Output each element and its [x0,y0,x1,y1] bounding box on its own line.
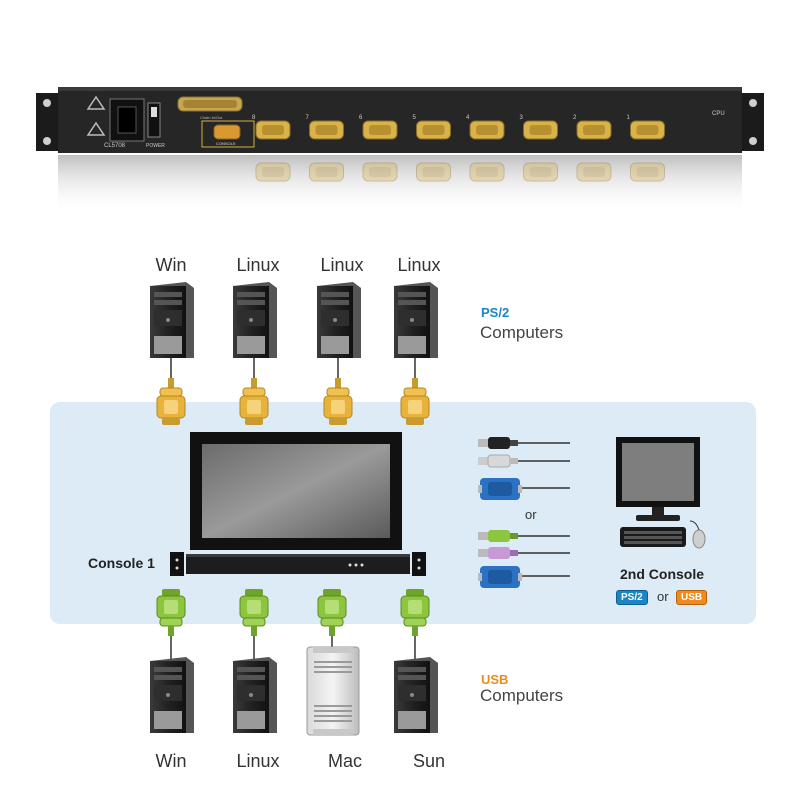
usb-computer-label: Win [155,751,187,771]
tower-computer-icon [229,655,279,735]
lcd-monitor-icon [190,432,402,550]
tower-computer-icon [313,280,363,360]
console-port-label: CONSOLE [216,141,236,146]
ps2-keyboard-plug-icon [478,530,518,542]
ps2-kvm-cable-connector-icon [235,378,273,426]
cpu-port-number: 5 [413,115,417,121]
cpu-port-label: CPU [712,111,725,117]
power-label: POWER [146,143,165,149]
vga-plug-icon [478,566,522,588]
cpu-port-number: 8 [252,115,256,121]
second-console-label: 2nd Console [620,566,705,582]
usb-group-subtitle: Computers [480,686,564,705]
ps2-computer-label: Linux [236,255,280,275]
tower-computer-icon [146,655,196,735]
cpu-port-number: 2 [573,115,577,121]
ps2-kvm-cable-connector-icon [396,378,434,426]
usb-group-title: USB [481,672,509,687]
usb-computer-label: Mac [327,751,362,771]
kvm-switch-rear-panel: CL5708 POWER Chain In/Out CONSOLE 8 7 6 5 4 3… [36,87,764,215]
cpu-port-6: 6 [359,115,398,140]
usb-kvm-cable-connector-icon [313,588,351,636]
cpu-port-8: 8 [252,115,291,140]
cpu-port-2: 2 [573,115,612,140]
mac-pro-computer-icon [306,646,360,736]
cpu-port-5: 5 [413,115,451,140]
cpu-port-number: 6 [359,115,363,121]
usb-computer-label: Sun [412,751,446,771]
vga-plug-icon [478,478,522,500]
tower-computer-icon [390,280,440,360]
ps2-plug-icon [478,454,518,468]
tower-computer-icon [146,280,196,360]
cpu-port-1: 1 [627,115,665,140]
cpu-port-number: 4 [466,115,470,121]
tower-computer-icon [229,280,279,360]
cable-or-text: or [525,507,537,522]
console-1-label: Console 1 [88,555,155,571]
ps2-group-title: PS/2 [481,305,510,320]
console-drawer-icon [170,552,426,576]
cpu-port-number: 1 [627,115,631,121]
ps2-kvm-cable-connector-icon [319,378,357,426]
ps2-badge: PS/2 [616,590,648,605]
daisy-chain-label: Chain In/Out [200,115,223,120]
ps2-mouse-plug-icon [478,547,518,559]
ps2-kvm-cable-connector-icon [152,378,190,426]
usb-plug-icon [478,437,518,449]
ps2-group-subtitle: Computers [480,323,564,342]
cpu-port-number: 3 [520,115,524,121]
usb-kvm-cable-connector-icon [235,588,273,636]
second-console-monitor-icon [616,437,706,549]
console2-or-text: or [657,589,669,604]
tower-computer-icon [390,655,440,735]
cpu-port-number: 7 [306,115,310,121]
cpu-port-3: 3 [520,115,558,140]
cpu-port-4: 4 [466,115,505,140]
usb-badge: USB [676,590,708,605]
ps2-computer-label: Linux [320,255,364,275]
model-label: CL5708 [104,143,126,149]
ps2-computer-label: Win [155,255,187,275]
usb-computer-label: Linux [236,751,280,771]
usb-kvm-cable-connector-icon [396,588,434,636]
usb-kvm-cable-connector-icon [152,588,190,636]
cpu-port-7: 7 [306,115,344,140]
ps2-computer-label: Linux [397,255,441,275]
